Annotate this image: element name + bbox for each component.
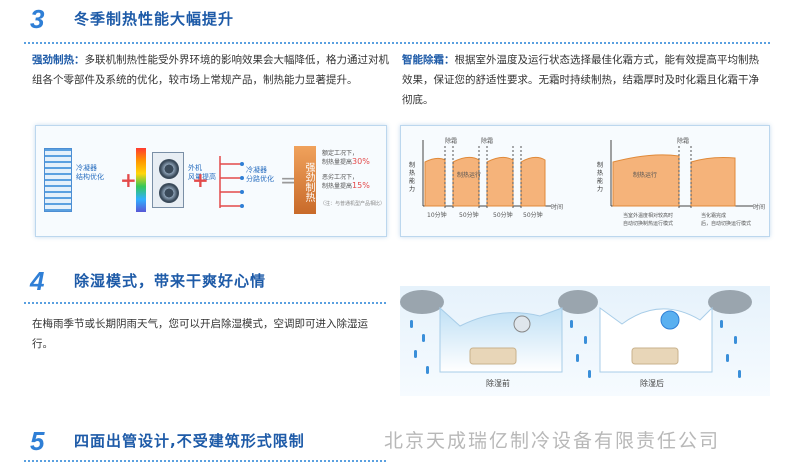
outdoor-fan-icon bbox=[152, 152, 184, 208]
section-3-number: 3 bbox=[30, 4, 45, 34]
harsh-condition-note: 恶劣工况下， 制热量提高15% bbox=[322, 174, 384, 191]
heating-diagram: 冷凝器 结构优化 + 外机 风量提高 + 冷凝器 分路优化 = 强劲制热 额定工… bbox=[35, 125, 387, 237]
section-3-divider bbox=[24, 42, 770, 44]
rated-increase-value: 30% bbox=[352, 157, 370, 166]
harsh-increase-label: 制热量提高 bbox=[322, 183, 353, 190]
before-dehumidify-label: 除湿前 bbox=[486, 379, 510, 388]
defrost-ylabel-left: 制热能力 bbox=[409, 162, 416, 193]
rated-condition-label: 额定工况下， bbox=[322, 150, 359, 157]
branch-optimization-label: 冷凝器 分路优化 bbox=[246, 166, 274, 183]
defrost-ylabel-right: 制热能力 bbox=[597, 162, 604, 193]
interval-label-1: 10分钟 bbox=[427, 212, 447, 219]
defrost-lead: 智能除霜： bbox=[402, 54, 455, 66]
rated-increase-label: 制热量提高 bbox=[322, 159, 353, 166]
condenser-structure-label: 冷凝器 结构优化 bbox=[76, 164, 104, 181]
plus-icon: + bbox=[192, 168, 209, 192]
heating-run-label-right: 制热运行 bbox=[633, 172, 658, 179]
strong-heating-badge: 强劲制热 bbox=[294, 146, 316, 214]
defrost-chart bbox=[422, 140, 753, 210]
harsh-increase-value: 15% bbox=[352, 181, 370, 190]
company-watermark: 北京天成瑞亿制冷设备有限责任公司 bbox=[384, 430, 721, 452]
section-4-title: 除湿模式，带来干爽好心情 bbox=[74, 272, 267, 290]
condenser-structure-icon bbox=[44, 148, 72, 212]
section-4-divider bbox=[24, 302, 386, 304]
defrost-band-label-2: 除霜 bbox=[481, 138, 494, 145]
heating-paragraph: 强劲制热：多联机制热性能受外界环境的影响效果会大幅降低，格力通过对机组各个零部件… bbox=[32, 50, 390, 90]
temperature-gradient-icon bbox=[136, 148, 146, 212]
switch-note-a: 当室外温度相对较高时 自动切换制热运行模式 bbox=[623, 213, 674, 227]
interval-label-3: 50分钟 bbox=[493, 212, 513, 219]
defrost-xlabel-right: 时间 bbox=[753, 204, 766, 211]
interval-label-2: 50分钟 bbox=[459, 212, 479, 219]
section-5-title: 四面出管设计,不受建筑形式限制 bbox=[74, 432, 305, 450]
heating-run-label-left: 制热运行 bbox=[457, 172, 482, 179]
defrost-paragraph: 智能除霜：根据室外温度及运行状态选择最佳化霜方式，能有效提高平均制热效果，保证您… bbox=[402, 50, 768, 110]
dehumidify-paragraph: 在梅雨季节或长期阴雨天气，您可以开启除湿模式，空调即可进入除湿运行。 bbox=[32, 318, 368, 350]
equals-icon: = bbox=[280, 168, 297, 192]
switch-note-b: 当化霜完成 后，自动切换运行模式 bbox=[701, 213, 752, 227]
defrost-band-label-1: 除霜 bbox=[445, 138, 458, 145]
defrost-xlabel-left: 时间 bbox=[551, 204, 564, 211]
dehumidify-illustration: 除湿前 除湿后 bbox=[400, 286, 770, 396]
interval-label-4: 50分钟 bbox=[523, 212, 543, 219]
section-5-divider bbox=[24, 460, 386, 462]
fan-airflow-label: 外机 风量提高 bbox=[188, 164, 216, 181]
section-4-number: 4 bbox=[30, 266, 45, 296]
heating-lead: 强劲制热： bbox=[32, 54, 85, 66]
defrost-band-label-right: 除霜 bbox=[677, 138, 690, 145]
section-3-title: 冬季制热性能大幅提升 bbox=[74, 10, 235, 28]
defrost-diagram: 制热能力 时间 除霜 除霜 制热运行 10分钟 50分钟 50分钟 50分钟 制… bbox=[400, 125, 770, 237]
comparison-footnote: （注：与普通机型产品相比） bbox=[320, 201, 386, 207]
after-dehumidify-label: 除湿后 bbox=[640, 379, 664, 388]
rated-condition-note: 额定工况下， 制热量提高30% bbox=[322, 150, 384, 167]
condenser-branch-icon bbox=[219, 156, 244, 208]
plus-icon: + bbox=[120, 168, 137, 192]
defrost-text: 根据室外温度及运行状态选择最佳化霜方式，能有效提高平均制热效果，保证您的舒适性要… bbox=[402, 54, 759, 106]
harsh-condition-label: 恶劣工况下， bbox=[322, 174, 359, 181]
heating-text: 多联机制热性能受外界环境的影响效果会大幅降低，格力通过对机组各个零部件及系统的优… bbox=[32, 54, 389, 86]
section-5-number: 5 bbox=[30, 426, 45, 456]
rain-scene bbox=[400, 290, 752, 378]
